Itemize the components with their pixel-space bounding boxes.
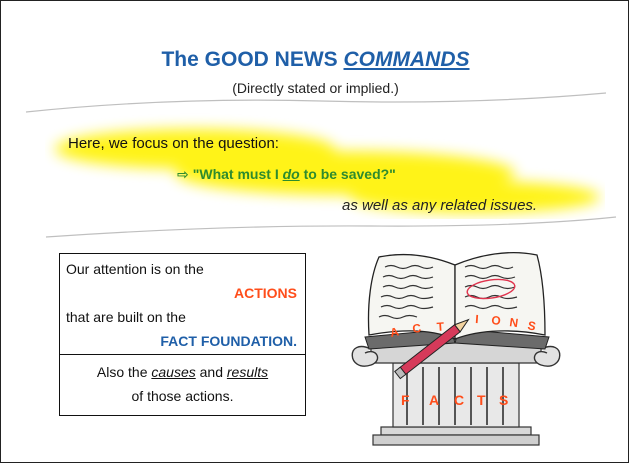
arrow-right-icon: ⇨ [177, 166, 189, 182]
actions-letter-a: A [389, 324, 401, 340]
actions-letter-c: C [411, 321, 422, 336]
facts-letter-a: A [429, 392, 439, 408]
actions-box-line3: that are built on the [66, 309, 186, 325]
related-issues: as well as any related issues. [342, 197, 538, 214]
facts-letter-s: S [499, 392, 508, 408]
slide-subtitle: (Directly stated or implied.) [232, 80, 399, 96]
actions-letter-n: N [509, 315, 520, 330]
actions-letter-o: O [491, 313, 502, 328]
causes-and: and [195, 364, 227, 380]
fact-foundation-label: FACT FOUNDATION. [160, 333, 297, 349]
title-plain: The GOOD NEWS [161, 48, 344, 71]
divider-line-top [25, 92, 607, 113]
causes-word: causes [151, 364, 196, 380]
actions-letter-t: T [436, 319, 445, 334]
key-question: ⇨"What must I do to be saved?" [177, 166, 396, 183]
question-after: to be saved?" [299, 166, 396, 182]
facts-letter-c: C [454, 392, 464, 408]
question-before: "What must I [192, 166, 283, 182]
bible-on-pillar-illustration: A C T I O N S F A C T S [351, 251, 561, 446]
causes-results-line1: Also the causes and results [60, 364, 305, 380]
causes-results-box: Also the causes and results of those act… [59, 354, 306, 416]
highlighter-swash [55, 129, 600, 213]
actions-label: ACTIONS [234, 285, 297, 301]
actions-box-line1: Our attention is on the [66, 261, 204, 277]
actions-letter-i: I [475, 312, 479, 326]
facts-letter-t: T [477, 392, 486, 408]
title-emphasis: COMMANDS [343, 48, 470, 71]
divider-line-bottom [45, 216, 617, 238]
results-word: results [226, 364, 269, 380]
causes-results-line2: of those actions. [131, 388, 234, 404]
question-emphasis: do [282, 166, 300, 182]
actions-letter-s: S [526, 318, 537, 333]
focus-question-intro: Here, we focus on the question: [68, 135, 279, 152]
actions-box: Our attention is on the ACTIONS that are… [59, 253, 306, 355]
slide-title: The GOOD NEWS COMMANDS [1, 48, 628, 72]
causes-prefix: Also the [96, 364, 152, 380]
facts-letter-f: F [401, 392, 410, 408]
